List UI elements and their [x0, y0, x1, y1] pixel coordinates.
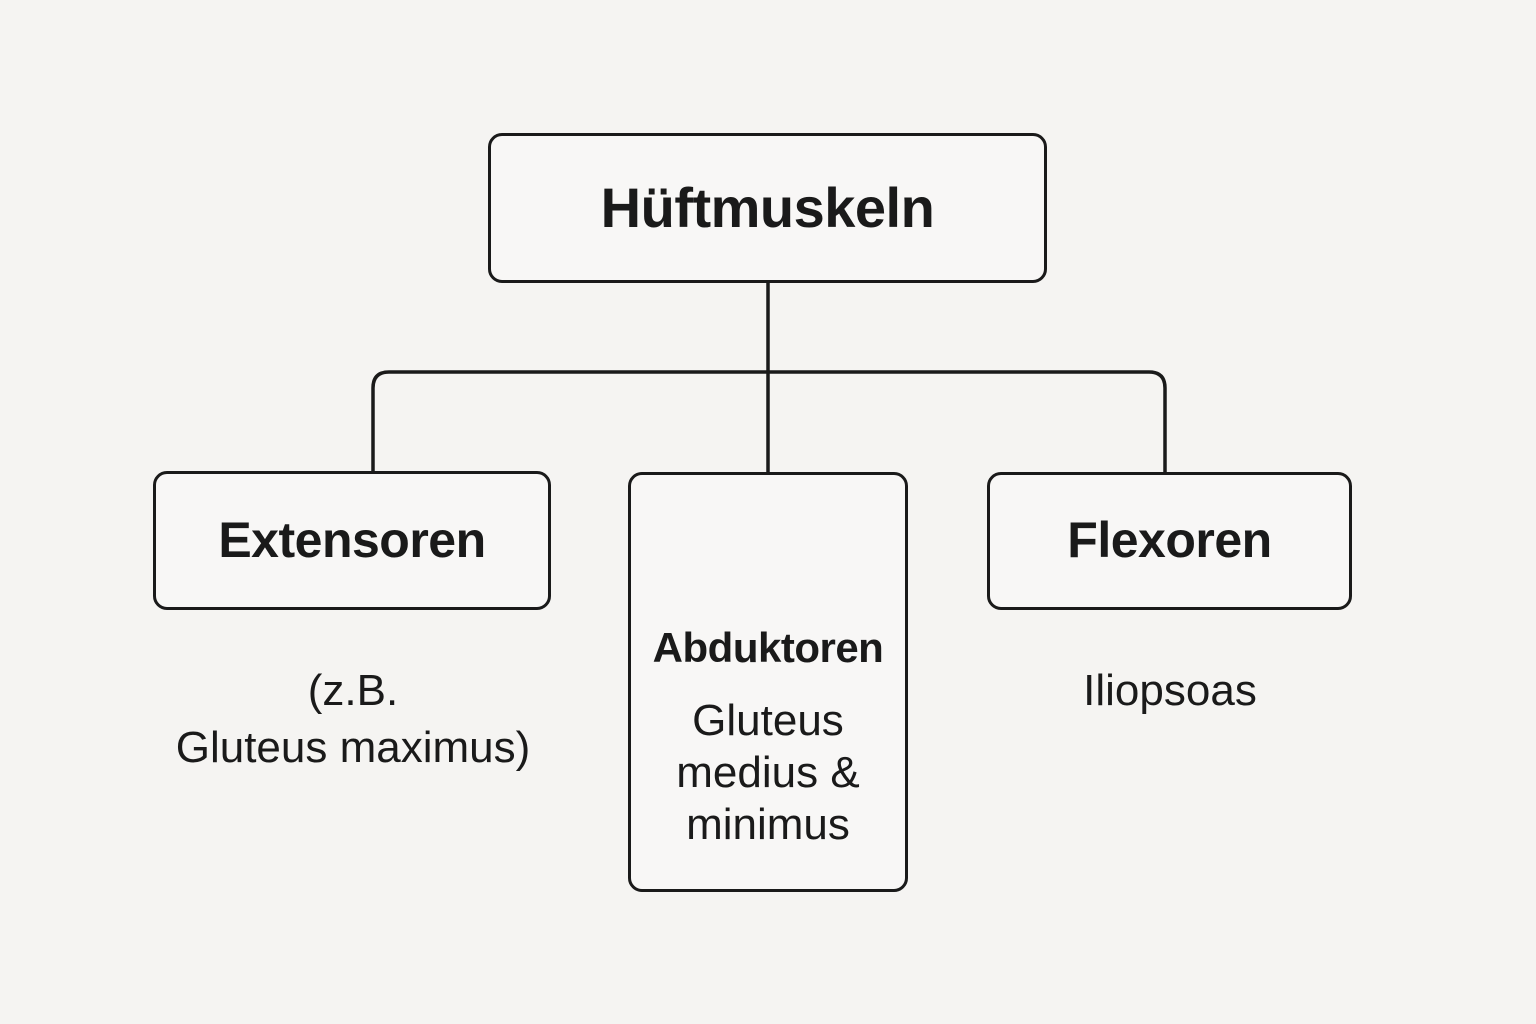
node-hueftmuskeln: Hüftmuskeln — [488, 133, 1047, 283]
node-flexoren: Flexoren — [987, 472, 1352, 610]
node-extensoren: Extensoren — [153, 471, 551, 610]
node-flexoren-label: Flexoren — [1067, 512, 1272, 569]
caption-extensoren: (z.B.Gluteus maximus) — [175, 666, 531, 772]
caption-flexoren: Iliopsoas — [1083, 666, 1257, 715]
node-extensoren-label: Extensoren — [218, 511, 486, 568]
node-abduktoren-label: Abduktoren — [652, 624, 884, 671]
connector-bracket — [371, 370, 1167, 472]
node-hueftmuskeln-label: Hüftmuskeln — [600, 175, 935, 239]
